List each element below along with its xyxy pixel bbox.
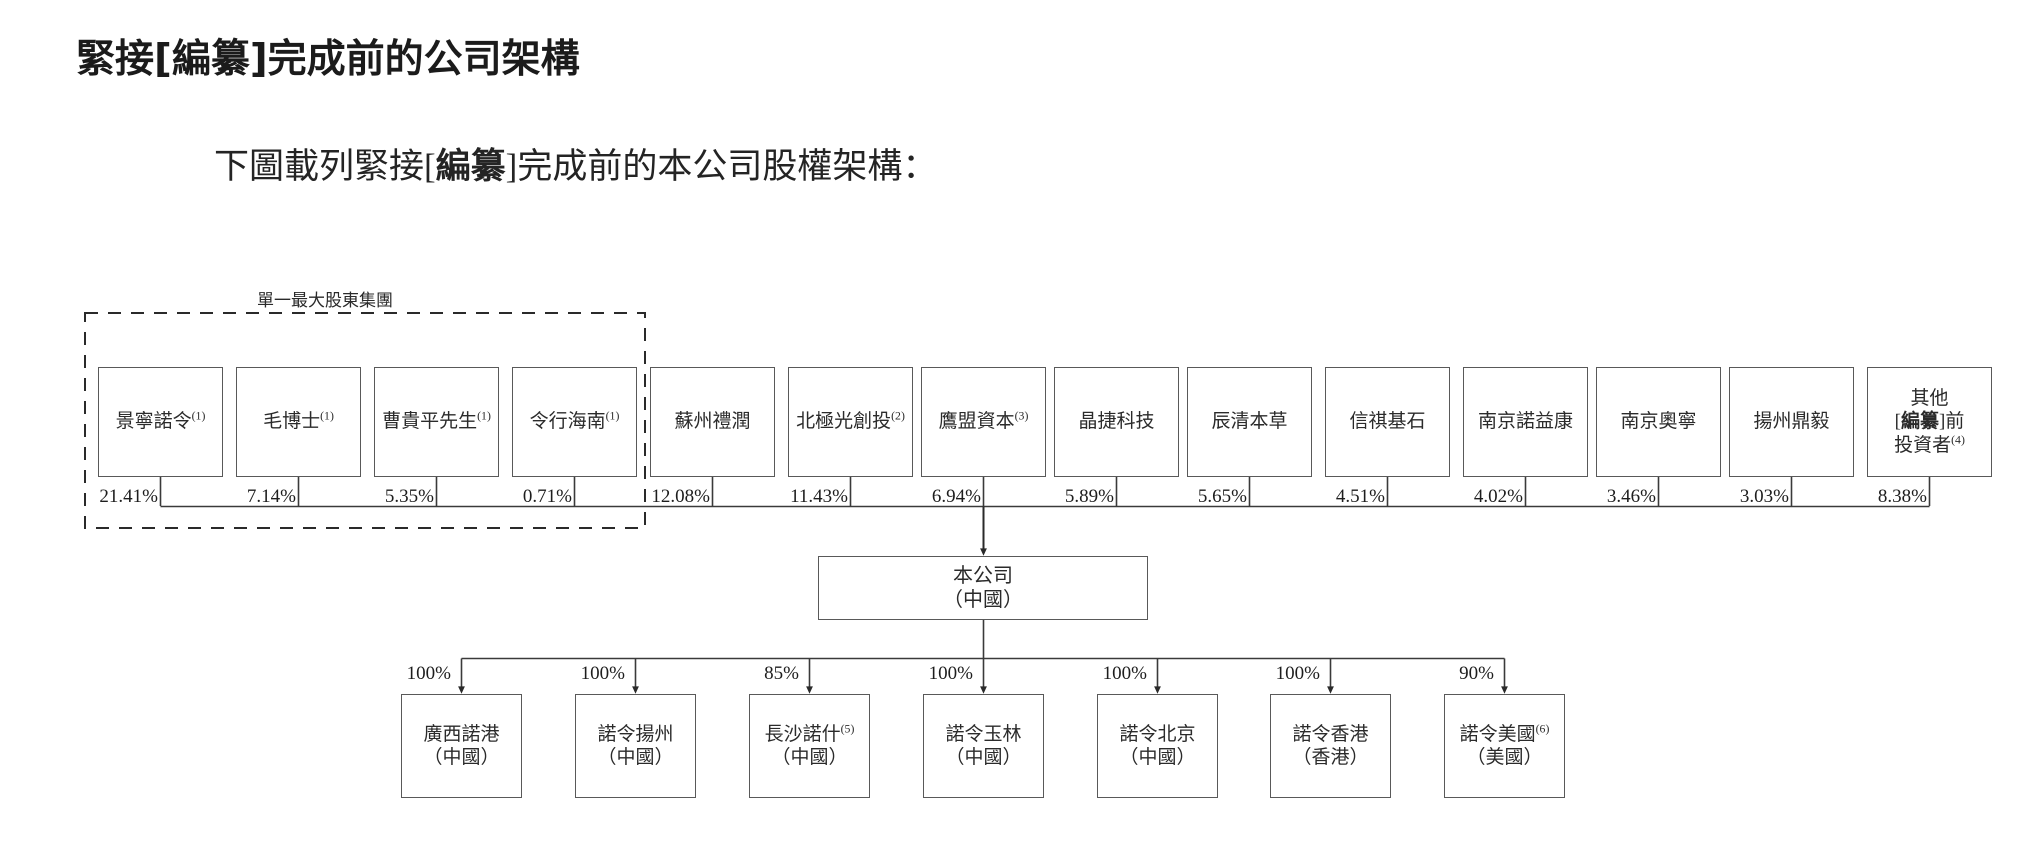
shareholder-name-5: 北極光創投(2)	[796, 410, 905, 433]
shareholder-box-0[interactable]: 景寧諾令(1)	[98, 367, 223, 477]
subsidiary-label-6: 諾令美國(6)（美國）	[1459, 722, 1550, 768]
shareholder-drop-lines	[159, 477, 1931, 506]
shareholder-name-6: 鷹盟資本(3)	[938, 410, 1029, 433]
shareholder-pct-7: 5.89%	[1064, 486, 1114, 507]
shareholder-pct-9: 4.51%	[1335, 486, 1385, 507]
subsidiary-pct-2: 85%	[764, 663, 799, 684]
subsidiary-pct-4: 100%	[1102, 663, 1147, 684]
shareholder-pct-11: 3.46%	[1606, 486, 1656, 507]
subsidiary-pct-3: 100%	[928, 663, 973, 684]
shareholder-box-10[interactable]: 南京諾益康	[1463, 367, 1588, 477]
shareholder-pct-3: 0.71%	[522, 486, 572, 507]
shareholder-name-9: 信祺基石	[1349, 411, 1426, 433]
shareholder-box-5[interactable]: 北極光創投(2)	[788, 367, 913, 477]
subsidiary-label-3: 諾令玉林（中國）	[945, 723, 1022, 768]
shareholder-pct-10: 4.02%	[1473, 486, 1523, 507]
intro-prefix: 下圖載列緊接[	[214, 147, 436, 186]
shareholder-box-9[interactable]: 信祺基石	[1325, 367, 1450, 477]
shareholder-name-8: 辰清本草	[1211, 411, 1288, 433]
shareholder-box-2[interactable]: 曹貴平先生(1)	[374, 367, 499, 477]
subsidiary-pct-1: 100%	[580, 663, 625, 684]
shareholder-name-1: 毛博士(1)	[263, 410, 334, 433]
subsidiary-label-2: 長沙諾什(5)（中國）	[764, 722, 855, 768]
shareholder-name-2: 曹貴平先生(1)	[382, 410, 491, 433]
subsidiary-label-4: 諾令北京（中國）	[1119, 723, 1196, 768]
intro-suffix: ]完成前的本公司股權架構：	[505, 147, 938, 186]
subsidiary-box-2[interactable]: 長沙諾什(5)（中國）	[749, 694, 870, 798]
shareholder-name-4: 蘇州禮潤	[674, 411, 751, 433]
shareholder-pct-1: 7.14%	[246, 486, 296, 507]
subsidiary-label-1: 諾令揚州（中國）	[597, 723, 674, 768]
subsidiary-label-5: 諾令香港（香港）	[1292, 723, 1369, 768]
company-label: 本公司（中國）	[943, 564, 1023, 611]
subsidiary-box-3[interactable]: 諾令玉林（中國）	[923, 694, 1044, 798]
shareholder-pct-6: 6.94%	[931, 486, 981, 507]
subsidiary-pct-0: 100%	[406, 663, 451, 684]
intro-bracket-term: 編纂	[435, 147, 506, 186]
largest-shareholder-group-label: 單一最大股東集團	[257, 291, 393, 310]
shareholder-pct-4: 12.08%	[651, 486, 710, 507]
shareholder-name-7: 晶捷科技	[1078, 411, 1155, 433]
subsidiary-box-1[interactable]: 諾令揚州（中國）	[575, 694, 696, 798]
shareholder-box-6[interactable]: 鷹盟資本(3)	[921, 367, 1046, 477]
subsidiary-box-5[interactable]: 諾令香港（香港）	[1270, 694, 1391, 798]
shareholder-box-3[interactable]: 令行海南(1)	[512, 367, 637, 477]
shareholder-box-12[interactable]: 揚州鼎毅	[1729, 367, 1854, 477]
page-title: 緊接[編纂]完成前的公司架構	[76, 37, 580, 82]
subsidiary-drop-arrows	[458, 658, 1508, 694]
shareholder-name-3: 令行海南(1)	[529, 410, 620, 433]
shareholder-box-13[interactable]: 其他[編纂]前投資者(4)	[1867, 367, 1992, 477]
shareholder-name-12: 揚州鼎毅	[1753, 411, 1830, 433]
shareholder-name-10: 南京諾益康	[1477, 411, 1573, 433]
subsidiary-label-0: 廣西諾港（中國）	[423, 723, 500, 768]
shareholder-pct-8: 5.65%	[1197, 486, 1247, 507]
subsidiary-box-6[interactable]: 諾令美國(6)（美國）	[1444, 694, 1565, 798]
intro-paragraph: 下圖載列緊接[編纂]完成前的本公司股權架構：	[214, 138, 937, 189]
shareholder-box-7[interactable]: 晶捷科技	[1054, 367, 1179, 477]
shareholder-name-0: 景寧諾令(1)	[115, 410, 206, 433]
shareholder-box-4[interactable]: 蘇州禮潤	[650, 367, 775, 477]
shareholder-name-11: 南京奧寧	[1620, 411, 1697, 433]
shareholder-pct-2: 5.35%	[384, 486, 434, 507]
shareholder-pct-0: 21.41%	[99, 486, 158, 507]
subsidiary-box-4[interactable]: 諾令北京（中國）	[1097, 694, 1218, 798]
shareholder-pct-12: 3.03%	[1739, 486, 1789, 507]
shareholder-pct-5: 11.43%	[790, 486, 848, 507]
subsidiary-box-0[interactable]: 廣西諾港（中國）	[401, 694, 522, 798]
subsidiary-pct-6: 90%	[1459, 663, 1494, 684]
shareholder-box-8[interactable]: 辰清本草	[1187, 367, 1312, 477]
shareholder-pct-13: 8.38%	[1877, 486, 1927, 507]
shareholder-box-11[interactable]: 南京奧寧	[1596, 367, 1721, 477]
shareholder-name-13: 其他[編纂]前投資者(4)	[1894, 388, 1965, 456]
company-box[interactable]: 本公司（中國）	[818, 556, 1148, 620]
subsidiary-pct-5: 100%	[1275, 663, 1320, 684]
largest-shareholder-group-boundary	[84, 312, 646, 529]
shareholder-box-1[interactable]: 毛博士(1)	[236, 367, 361, 477]
